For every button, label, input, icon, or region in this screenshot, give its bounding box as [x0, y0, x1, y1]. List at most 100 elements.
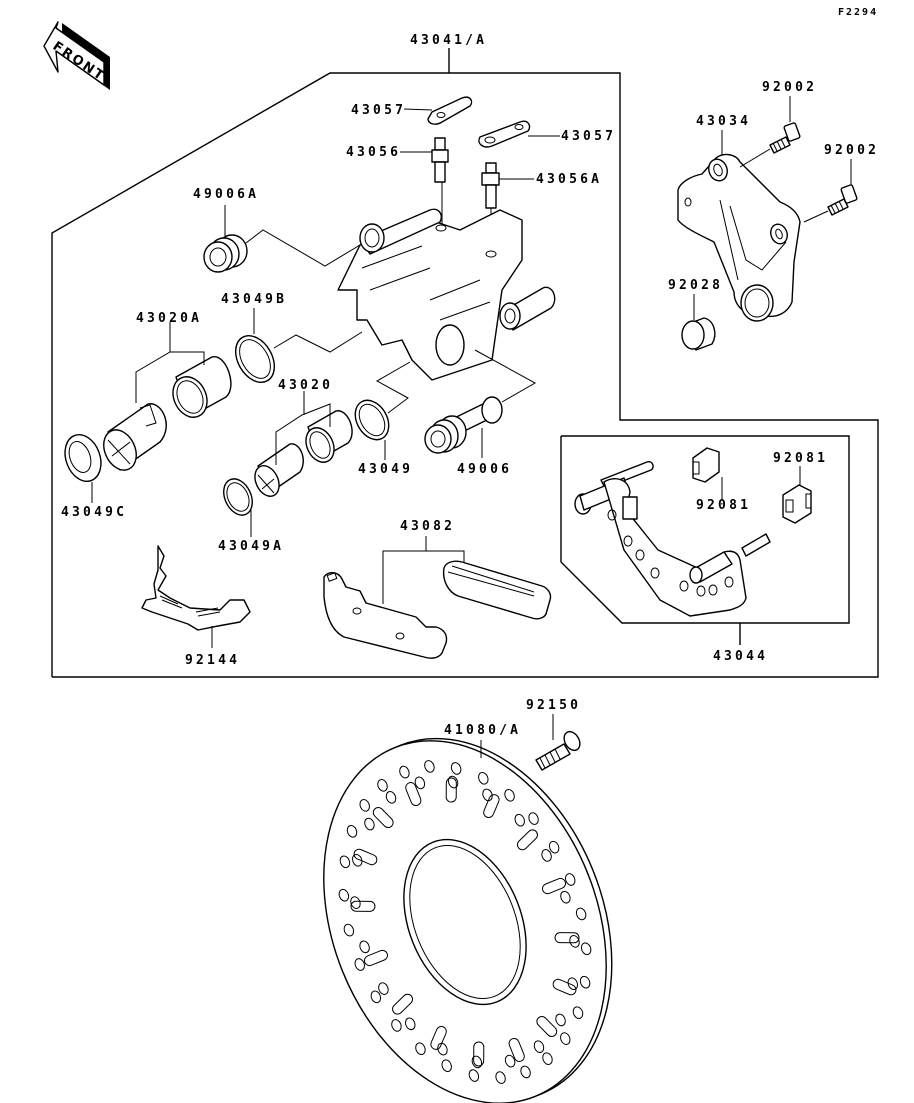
- caliper-holder-outline: [560, 435, 850, 645]
- label-pin-boot-upper: 49006A: [193, 187, 259, 202]
- label-pin-49006: 49006: [457, 462, 512, 477]
- disc-drill-hole: [504, 788, 515, 802]
- disc-drill-hole: [399, 765, 410, 779]
- anti-rattle-spring: [141, 545, 251, 631]
- pin-boot-upper: [203, 234, 248, 273]
- front-arrow-icon: FRONT: [43, 21, 110, 90]
- disc-vent-slot: [552, 978, 577, 996]
- disc-drill-hole: [495, 1071, 506, 1084]
- disc-drill-hole: [541, 849, 552, 862]
- disc-vent-slot: [350, 900, 376, 912]
- disc-vent-slot: [542, 877, 566, 895]
- label-piston-kit: 43020: [278, 378, 333, 393]
- figure-code: F2294: [838, 7, 878, 18]
- disc-drill-hole: [343, 923, 355, 937]
- disc-drill-hole: [560, 1032, 571, 1045]
- label-pad-shim-left: 92081: [696, 498, 751, 513]
- disc-drill-hole: [437, 1042, 448, 1056]
- seal-43049b: [234, 335, 276, 383]
- disc-drill-hole: [468, 1069, 480, 1082]
- disc-vent-slot: [364, 949, 388, 967]
- disc-drill-hole: [482, 788, 493, 802]
- bracket-bolt-right: [827, 184, 858, 216]
- seal-43049c: [64, 434, 102, 482]
- disc-vent-slot: [483, 794, 500, 819]
- pad-shim-left: [692, 447, 720, 483]
- label-bleeder-valve-left: 43056: [346, 145, 401, 160]
- disc-vent-slot: [405, 782, 422, 807]
- caliper-assembly-outline: [51, 48, 879, 678]
- disc-vent-slot: [372, 807, 394, 829]
- disc-vent-slot: [353, 848, 378, 866]
- disc-drill-hole: [567, 977, 579, 991]
- disc-drill-hole: [385, 791, 397, 804]
- seal-43049a: [223, 478, 253, 516]
- disc-vent-slot: [430, 1025, 447, 1050]
- disc-drill-hole: [548, 840, 560, 854]
- label-bracket-bolt-top: 92002: [762, 80, 817, 95]
- disc-drill-hole: [555, 1013, 566, 1027]
- disc-drill-hole: [528, 812, 539, 825]
- bleeder-valve-right: [481, 162, 500, 209]
- label-caliper-holder: 43044: [713, 649, 768, 664]
- label-seal-43049c: 43049C: [61, 505, 127, 520]
- disc-drill-hole: [542, 1052, 553, 1065]
- disc-drill-hole: [391, 1019, 402, 1032]
- label-bleeder-valve-right: 43056A: [536, 172, 602, 187]
- bushing: [681, 317, 716, 351]
- disc-drill-hole: [441, 1059, 452, 1073]
- label-disc-bolt: 92150: [526, 698, 581, 713]
- disc-drill-hole: [351, 853, 363, 867]
- bleeder-cap-right: [478, 120, 531, 148]
- disc-drill-hole: [579, 975, 591, 989]
- disc-drill-hole: [354, 958, 366, 971]
- disc-drill-hole: [560, 890, 571, 904]
- label-bushing: 92028: [668, 278, 723, 293]
- label-caliper-assembly: 43041/A: [410, 33, 487, 48]
- disc-drill-hole: [339, 855, 351, 869]
- label-seal-43049a: 43049A: [218, 539, 284, 554]
- disc-drill-hole: [359, 940, 370, 954]
- disc-drill-hole: [450, 762, 462, 775]
- disc-drill-hole: [377, 779, 388, 792]
- brake-disc: [323, 737, 613, 1103]
- disc-drill-hole: [346, 825, 358, 838]
- disc-drill-hole: [405, 1017, 416, 1031]
- piston-kit-a: [103, 356, 232, 471]
- disc-vent-slot: [536, 1015, 558, 1037]
- label-caliper-bracket: 43034: [696, 114, 751, 129]
- pad-shim-right: [782, 484, 812, 524]
- label-bracket-bolt-right: 92002: [824, 143, 879, 158]
- label-bleeder-cap-right: 43057: [561, 129, 616, 144]
- disc-drill-hole: [471, 1055, 483, 1069]
- disc-drill-hole: [520, 1065, 531, 1079]
- label-seal-43049: 43049: [358, 462, 413, 477]
- disc-bolt: [535, 730, 581, 771]
- caliper-holder: [574, 460, 771, 617]
- disc-drill-hole: [414, 776, 426, 790]
- disc-drill-hole: [338, 888, 350, 902]
- disc-vent-slot: [392, 993, 414, 1015]
- bleeder-cap-left: [427, 96, 473, 125]
- piston-kit: [254, 410, 353, 497]
- disc-drill-hole: [564, 873, 576, 886]
- disc-vent-slot: [516, 829, 538, 851]
- label-spring-92144: 92144: [185, 653, 240, 668]
- caliper-body: [337, 208, 556, 381]
- pin-49006: [424, 396, 503, 454]
- label-pad-set: 43082: [400, 519, 455, 534]
- label-pad-shim-right: 92081: [773, 451, 828, 466]
- bleeder-valve-left: [431, 137, 449, 183]
- disc-drill-hole: [572, 1006, 584, 1019]
- disc-drill-hole: [533, 1040, 545, 1053]
- bracket-bolt-top: [769, 122, 801, 154]
- disc-vent-slot: [508, 1037, 525, 1062]
- disc-drill-hole: [378, 982, 389, 995]
- disc-drill-hole: [370, 990, 382, 1004]
- disc-drill-hole: [514, 813, 525, 827]
- disc-vent-slot: [445, 777, 457, 803]
- disc-drill-hole: [478, 771, 489, 785]
- disc-drill-hole: [575, 907, 587, 921]
- disc-vent-slot: [473, 1041, 485, 1067]
